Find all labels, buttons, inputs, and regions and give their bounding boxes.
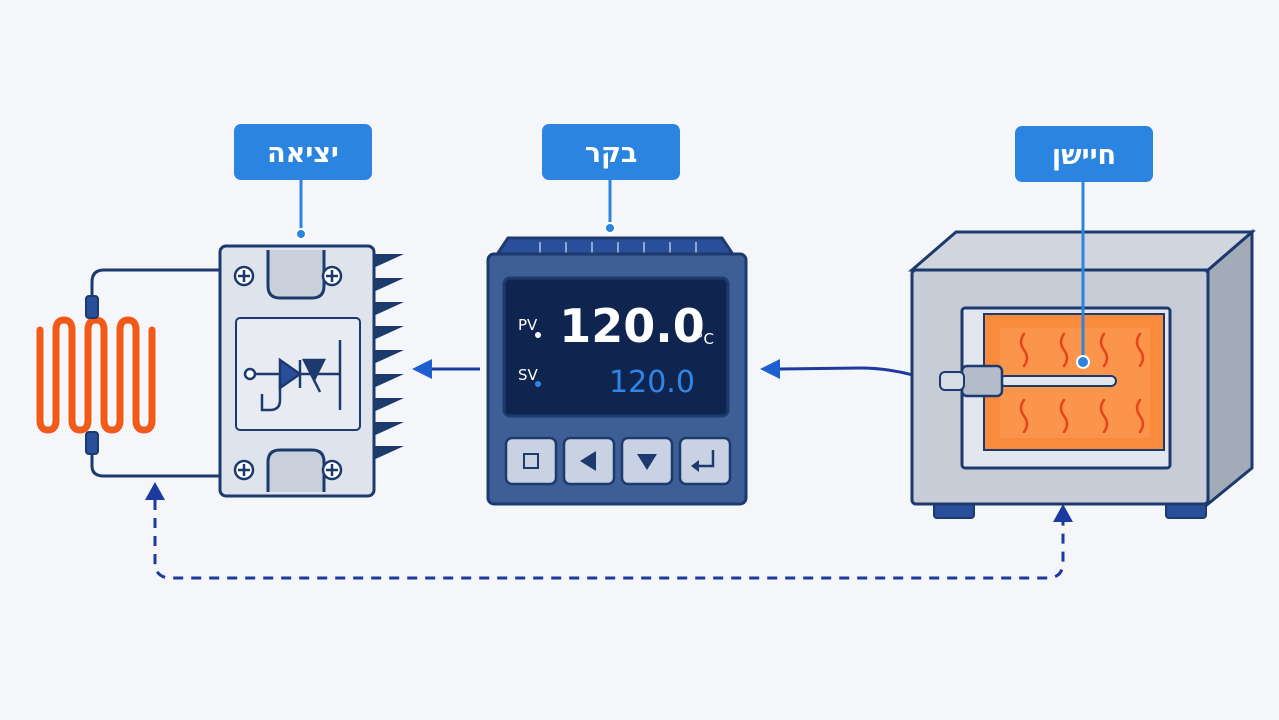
controller-button-down[interactable]: [620, 436, 674, 486]
temperature-probe: [939, 364, 1117, 398]
heater-terminal-top: [85, 295, 99, 319]
label-sensor-text: חיישן: [1052, 140, 1116, 171]
pv-tag: PV: [518, 316, 538, 334]
unit-label: °C: [696, 330, 714, 348]
screw-icon: [321, 265, 343, 287]
oven: [907, 228, 1257, 519]
screw-icon: [233, 459, 255, 481]
solid-state-relay: [218, 244, 404, 498]
screw-icon: [321, 459, 343, 481]
screw-icon: [233, 265, 255, 287]
heater-wire-bottom: [90, 454, 222, 478]
sv-tag: SV: [518, 366, 539, 384]
sv-value: 120.0: [609, 365, 695, 400]
feedback-arrowhead-right: [1053, 504, 1073, 522]
enter-icon: [695, 450, 715, 468]
heater-terminal-bottom: [85, 431, 99, 455]
feedback-arrowhead-left: [145, 482, 165, 500]
label-sensor: חיישן: [1015, 126, 1153, 369]
oven-side-panel: [1206, 228, 1254, 508]
heat-wave-icons: [1019, 332, 1145, 434]
controller-button-set[interactable]: [504, 436, 558, 486]
square-icon: [523, 453, 539, 469]
relay-bottom-notch: [266, 448, 326, 492]
down-arrow-icon: [637, 454, 657, 470]
label-output: יציאה: [234, 124, 372, 240]
heater-element: [36, 268, 222, 478]
heater-wire-top: [90, 268, 222, 296]
controller-button-enter[interactable]: [678, 436, 732, 486]
controller-screen: [502, 276, 730, 418]
set-button[interactable]: [504, 436, 558, 486]
temperature-controller: PV 120.0 °C SV 120.0: [486, 236, 748, 506]
left-arrow-icon: [580, 451, 596, 471]
relay-top-notch: [266, 250, 326, 300]
label-output-text: יציאה: [267, 138, 339, 169]
heater-coil: [36, 316, 156, 434]
feedback-loop-dashed-line: [153, 500, 1065, 580]
thyristor-symbol-icon: [243, 340, 342, 412]
signal-arrow-controller-to-relay: [412, 359, 480, 379]
label-controller: בקר: [542, 124, 680, 234]
enter-button[interactable]: [678, 436, 732, 486]
controller-button-left[interactable]: [562, 436, 616, 486]
label-controller-text: בקר: [585, 138, 638, 169]
pv-value: 120.0: [559, 299, 705, 353]
